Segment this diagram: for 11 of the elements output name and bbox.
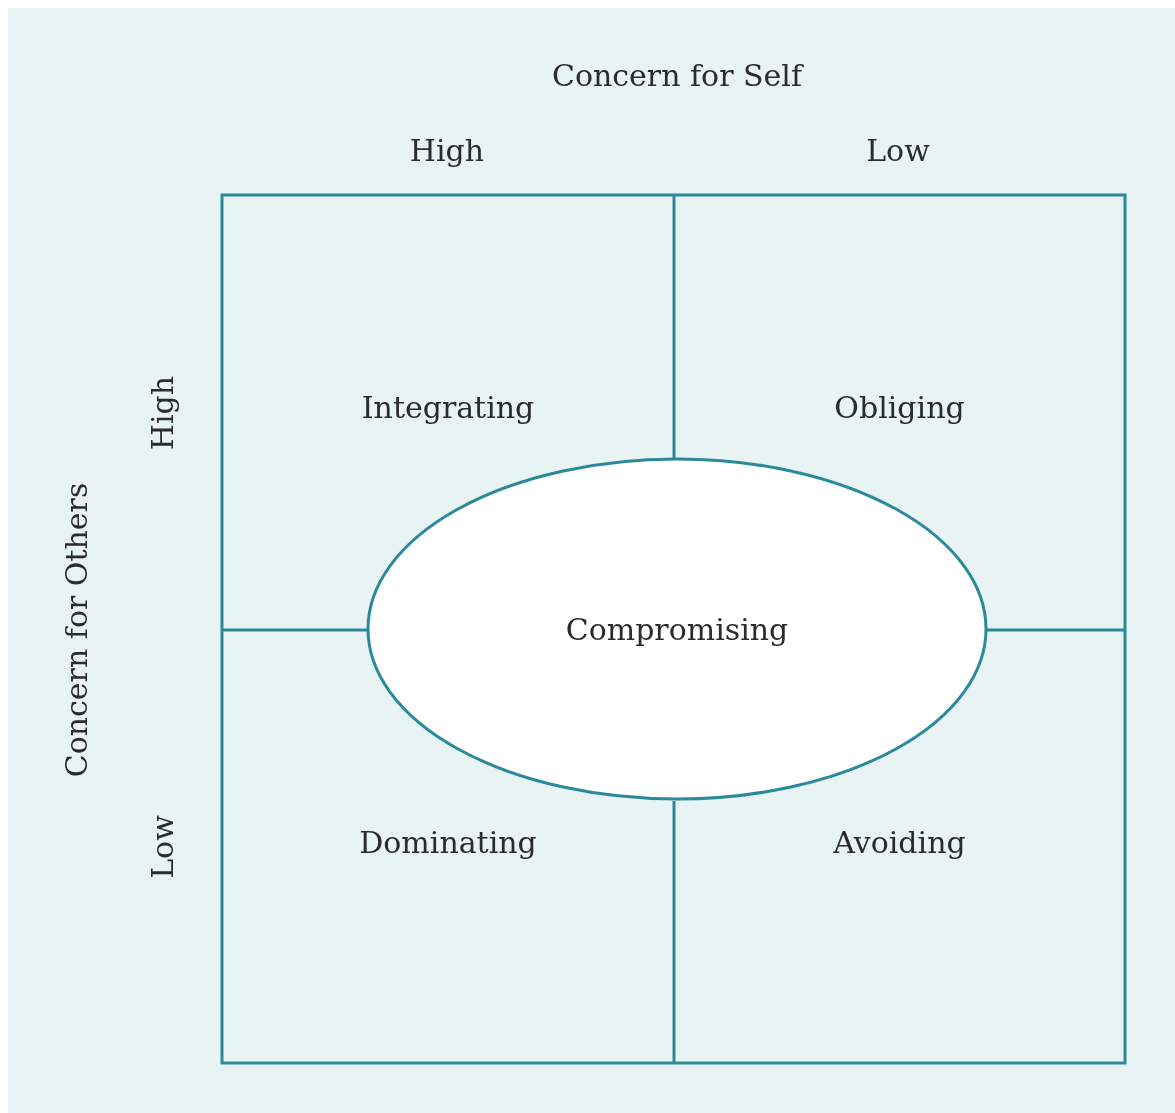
- axis-level-label: Low: [144, 815, 180, 879]
- quadrant-label: Avoiding: [833, 825, 966, 860]
- axis-title: Concern for Self: [551, 57, 803, 93]
- axis-level-label: Low: [866, 132, 930, 168]
- axis-level-label: High: [409, 132, 485, 168]
- quadrant-label: Obliging: [834, 390, 965, 425]
- axis-level-label: High: [144, 375, 180, 451]
- ellipse-label: Compromising: [565, 611, 789, 647]
- quadrant-label: Integrating: [361, 390, 535, 425]
- quadrant-label: Dominating: [359, 825, 537, 860]
- axis-title: Concern for Others: [58, 482, 94, 778]
